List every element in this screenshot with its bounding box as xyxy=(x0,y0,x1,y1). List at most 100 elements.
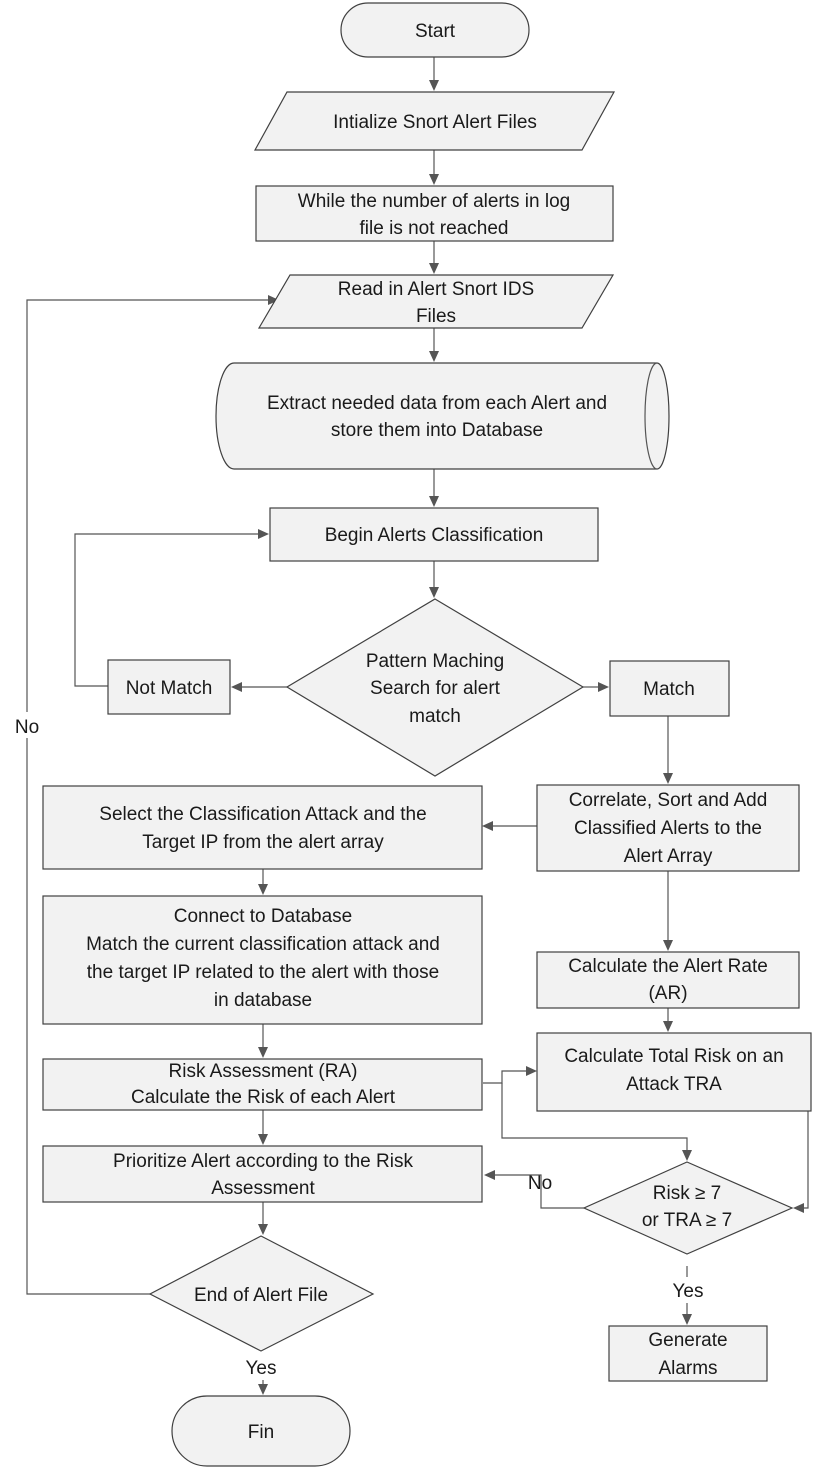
threshold-no-label: No xyxy=(528,1173,552,1194)
start-terminal-shape xyxy=(340,2,530,58)
edge-notmatch-begin xyxy=(74,533,258,687)
correlate-process: Correlate, Sort and Add Classified Alert… xyxy=(536,784,800,872)
edge-labels: No No Yes Yes xyxy=(10,712,711,1380)
arrowhead xyxy=(484,1170,495,1180)
generate-process: Generate Alarms xyxy=(608,1325,768,1382)
extract-label-line-1: Extract needed data from each Alert and xyxy=(267,393,607,414)
prior-label-line-2: Assessment xyxy=(211,1178,315,1199)
read-input: Read in Alert Snort IDS Files xyxy=(257,274,615,329)
threshold-label-line-2: or TRA ≥ 7 xyxy=(642,1210,732,1231)
match-process-shape xyxy=(609,660,730,717)
begin-label: Begin Alerts Classification xyxy=(325,525,544,546)
match-process: Match xyxy=(609,660,730,717)
arrowhead xyxy=(258,1134,268,1145)
arrowhead xyxy=(258,884,268,895)
connectors xyxy=(26,57,809,1384)
select-process: Select the Classification Attack and the… xyxy=(42,785,483,870)
arrowhead xyxy=(258,1047,268,1058)
arrowhead xyxy=(429,351,439,362)
begin-process-shape xyxy=(269,507,599,562)
end-file-decision: End of Alert File xyxy=(148,1235,375,1352)
edge-threshold-no-prior xyxy=(495,1174,584,1209)
extract-storage-shape xyxy=(215,362,670,470)
correlate-process-shape xyxy=(536,784,800,872)
arrowhead xyxy=(429,174,439,185)
loop-no-label: No xyxy=(15,717,39,738)
correlate-label-line-3: Alert Array xyxy=(624,846,713,867)
begin-process: Begin Alerts Classification xyxy=(269,507,599,562)
risk-label-line-1: Risk Assessment (RA) xyxy=(169,1061,358,1082)
generate-process-shape xyxy=(608,1325,768,1382)
while-process-shape xyxy=(255,185,614,242)
arrowhead xyxy=(598,682,609,692)
pattern-decision: Pattern Maching Search for alert match xyxy=(285,598,585,777)
pattern-label-line-2: Search for alert xyxy=(370,678,501,699)
connect-process-shape xyxy=(42,895,483,1025)
read-label-line-1: Read in Alert Snort IDS xyxy=(338,279,534,300)
match-label: Match xyxy=(643,679,695,700)
select-label-line-1: Select the Classification Attack and the xyxy=(99,804,426,825)
prior-process-shape xyxy=(42,1145,483,1203)
end-yes-label-bg xyxy=(238,1356,284,1380)
fin-terminal-shape xyxy=(171,1395,351,1467)
arrowhead xyxy=(682,1150,692,1161)
pattern-decision-shape xyxy=(285,598,585,777)
correlate-label-line-2: Classified Alerts to the xyxy=(574,818,762,839)
arrowhead xyxy=(663,773,673,784)
arrowheads xyxy=(231,80,804,1395)
extract-storage-edge xyxy=(644,362,658,470)
arrowhead xyxy=(429,587,439,598)
calc-ar-label-line-2: (AR) xyxy=(648,983,687,1004)
arrowhead xyxy=(258,1224,268,1235)
connect-label-line-1: Connect to Database xyxy=(174,906,353,927)
arrowhead xyxy=(793,1203,804,1213)
fin-label: Fin xyxy=(248,1422,274,1443)
calc-ar-process: Calculate the Alert Rate (AR) xyxy=(536,951,800,1009)
read-label-line-2: Files xyxy=(416,306,456,327)
arrowhead xyxy=(429,496,439,507)
connect-process: Connect to Database Match the current cl… xyxy=(42,895,483,1025)
while-label-line-2: file is not reached xyxy=(360,218,509,239)
end-file-label: End of Alert File xyxy=(194,1285,328,1306)
risk-label-line-2: Calculate the Risk of each Alert xyxy=(131,1087,396,1108)
select-label-line-2: Target IP from the alert array xyxy=(142,832,384,853)
start-terminal: Start xyxy=(340,2,530,58)
threshold-yes-label-bg xyxy=(665,1277,711,1303)
arrowhead xyxy=(482,821,493,831)
while-process: While the number of alerts in log file i… xyxy=(255,185,614,242)
not-match-process-shape xyxy=(107,659,231,715)
arrowhead xyxy=(258,1384,268,1395)
threshold-decision-shape xyxy=(582,1161,794,1255)
select-process-shape xyxy=(42,785,483,870)
extract-storage: Extract needed data from each Alert and … xyxy=(215,362,670,470)
arrowhead xyxy=(268,295,279,305)
arrowhead xyxy=(231,682,242,692)
generate-label-line-2: Alarms xyxy=(658,1358,717,1379)
threshold-decision: Risk ≥ 7 or TRA ≥ 7 xyxy=(582,1161,794,1255)
edge-end-no-read xyxy=(26,299,268,1295)
arrowhead xyxy=(526,1066,537,1076)
extract-label-line-2: store them into Database xyxy=(331,420,543,441)
init-input: Intialize Snort Alert Files xyxy=(253,91,616,151)
generate-label-line-1: Generate xyxy=(648,1330,727,1351)
tra-label-line-2: Attack TRA xyxy=(626,1074,722,1095)
not-match-label: Not Match xyxy=(126,678,213,699)
arrowhead xyxy=(663,1021,673,1032)
start-label: Start xyxy=(415,21,456,42)
fin-terminal: Fin xyxy=(171,1395,351,1467)
prior-label-line-1: Prioritize Alert according to the Risk xyxy=(113,1151,413,1172)
pattern-label-line-3: match xyxy=(409,706,461,727)
end-yes-label: Yes xyxy=(246,1358,277,1379)
threshold-yes-label: Yes xyxy=(673,1281,704,1302)
not-match-process: Not Match xyxy=(107,659,231,715)
arrowhead xyxy=(429,263,439,274)
connect-label-line-3: the target IP related to the alert with … xyxy=(87,962,439,983)
init-input-shape xyxy=(253,91,616,151)
calc-ar-process-shape xyxy=(536,951,800,1009)
correlate-label-line-1: Correlate, Sort and Add xyxy=(569,790,768,811)
arrowhead xyxy=(682,1314,692,1325)
calc-ar-label-line-1: Calculate the Alert Rate xyxy=(568,956,768,977)
risk-process: Risk Assessment (RA) Calculate the Risk … xyxy=(42,1058,483,1111)
risk-process-shape xyxy=(42,1058,483,1111)
